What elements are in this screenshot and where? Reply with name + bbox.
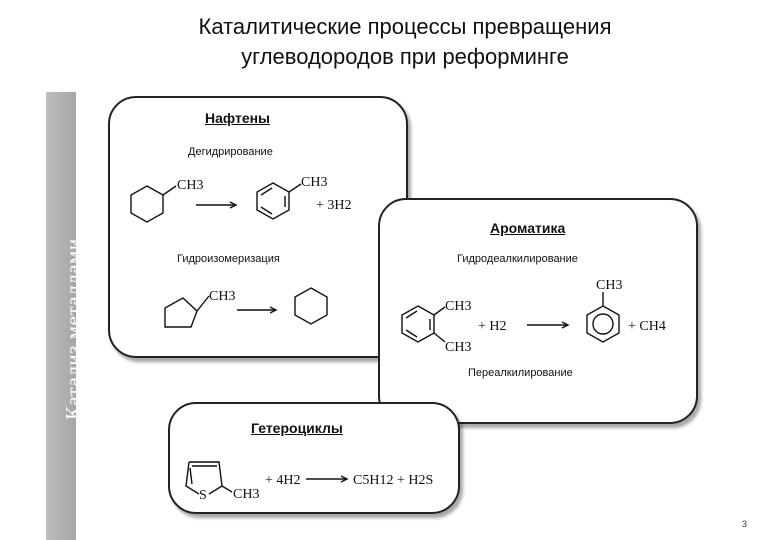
reaction-arrow-4	[306, 475, 349, 483]
cyclohexane-structure	[294, 287, 328, 325]
naph-eq1-byproduct: + 3H2	[316, 198, 352, 213]
title-line-1: Каталитические процессы превращения	[198, 14, 612, 39]
reaction-arrow-2	[237, 306, 278, 314]
heterocycles-box	[168, 402, 460, 514]
title-line-2: углеводородов при реформинге	[241, 44, 569, 69]
methylthiophene-structure	[185, 461, 233, 495]
reaction-arrow-1	[196, 201, 238, 209]
heterocycles-title: Гетероциклы	[251, 420, 343, 436]
reaction-arrow-3	[527, 321, 570, 329]
methylcyclopentane-structure	[164, 295, 210, 328]
slide-title: Каталитические процессы превращения угле…	[100, 12, 710, 72]
naph-eq2-substituent: CH3	[209, 289, 235, 304]
arom-eq1-substituent-bottom: CH3	[445, 340, 471, 355]
aromatics-title: Ароматика	[490, 220, 566, 236]
toluene-structure	[256, 182, 302, 220]
naph-eq1-product-substituent: CH3	[301, 175, 327, 190]
aromatics-box	[378, 198, 698, 424]
naphthenes-title: Нафтены	[205, 110, 271, 126]
page-number: 3	[742, 519, 748, 529]
dehydrogenation-label: Дегидрирование	[188, 146, 273, 158]
arom-eq1-product-substituent: CH3	[596, 278, 622, 293]
hydrodealkylation-label: Гидродеалкилирование	[457, 253, 578, 265]
hetero-eq1-substituent: CH3	[233, 487, 259, 502]
sidebar	[46, 92, 76, 540]
hetero-eq1-products: C5H12 + H2S	[353, 473, 433, 488]
arom-eq1-byproduct: + CH4	[628, 319, 666, 334]
xylene-structure	[401, 305, 446, 343]
hetero-eq1-reagent: + 4H2	[265, 473, 301, 488]
transalkylation-label: Переалкилирование	[468, 367, 573, 379]
arom-eq1-reagent: + H2	[478, 319, 507, 334]
hydroisomerization-label: Гидроизомеризация	[177, 253, 280, 265]
methylcyclohexane-structure	[130, 185, 177, 223]
toluene-product-structure	[586, 292, 620, 343]
arom-eq1-substituent-top: CH3	[445, 299, 471, 314]
heteroatom-sulfur: S	[199, 488, 207, 503]
naph-eq1-substituent: CH3	[177, 178, 203, 193]
